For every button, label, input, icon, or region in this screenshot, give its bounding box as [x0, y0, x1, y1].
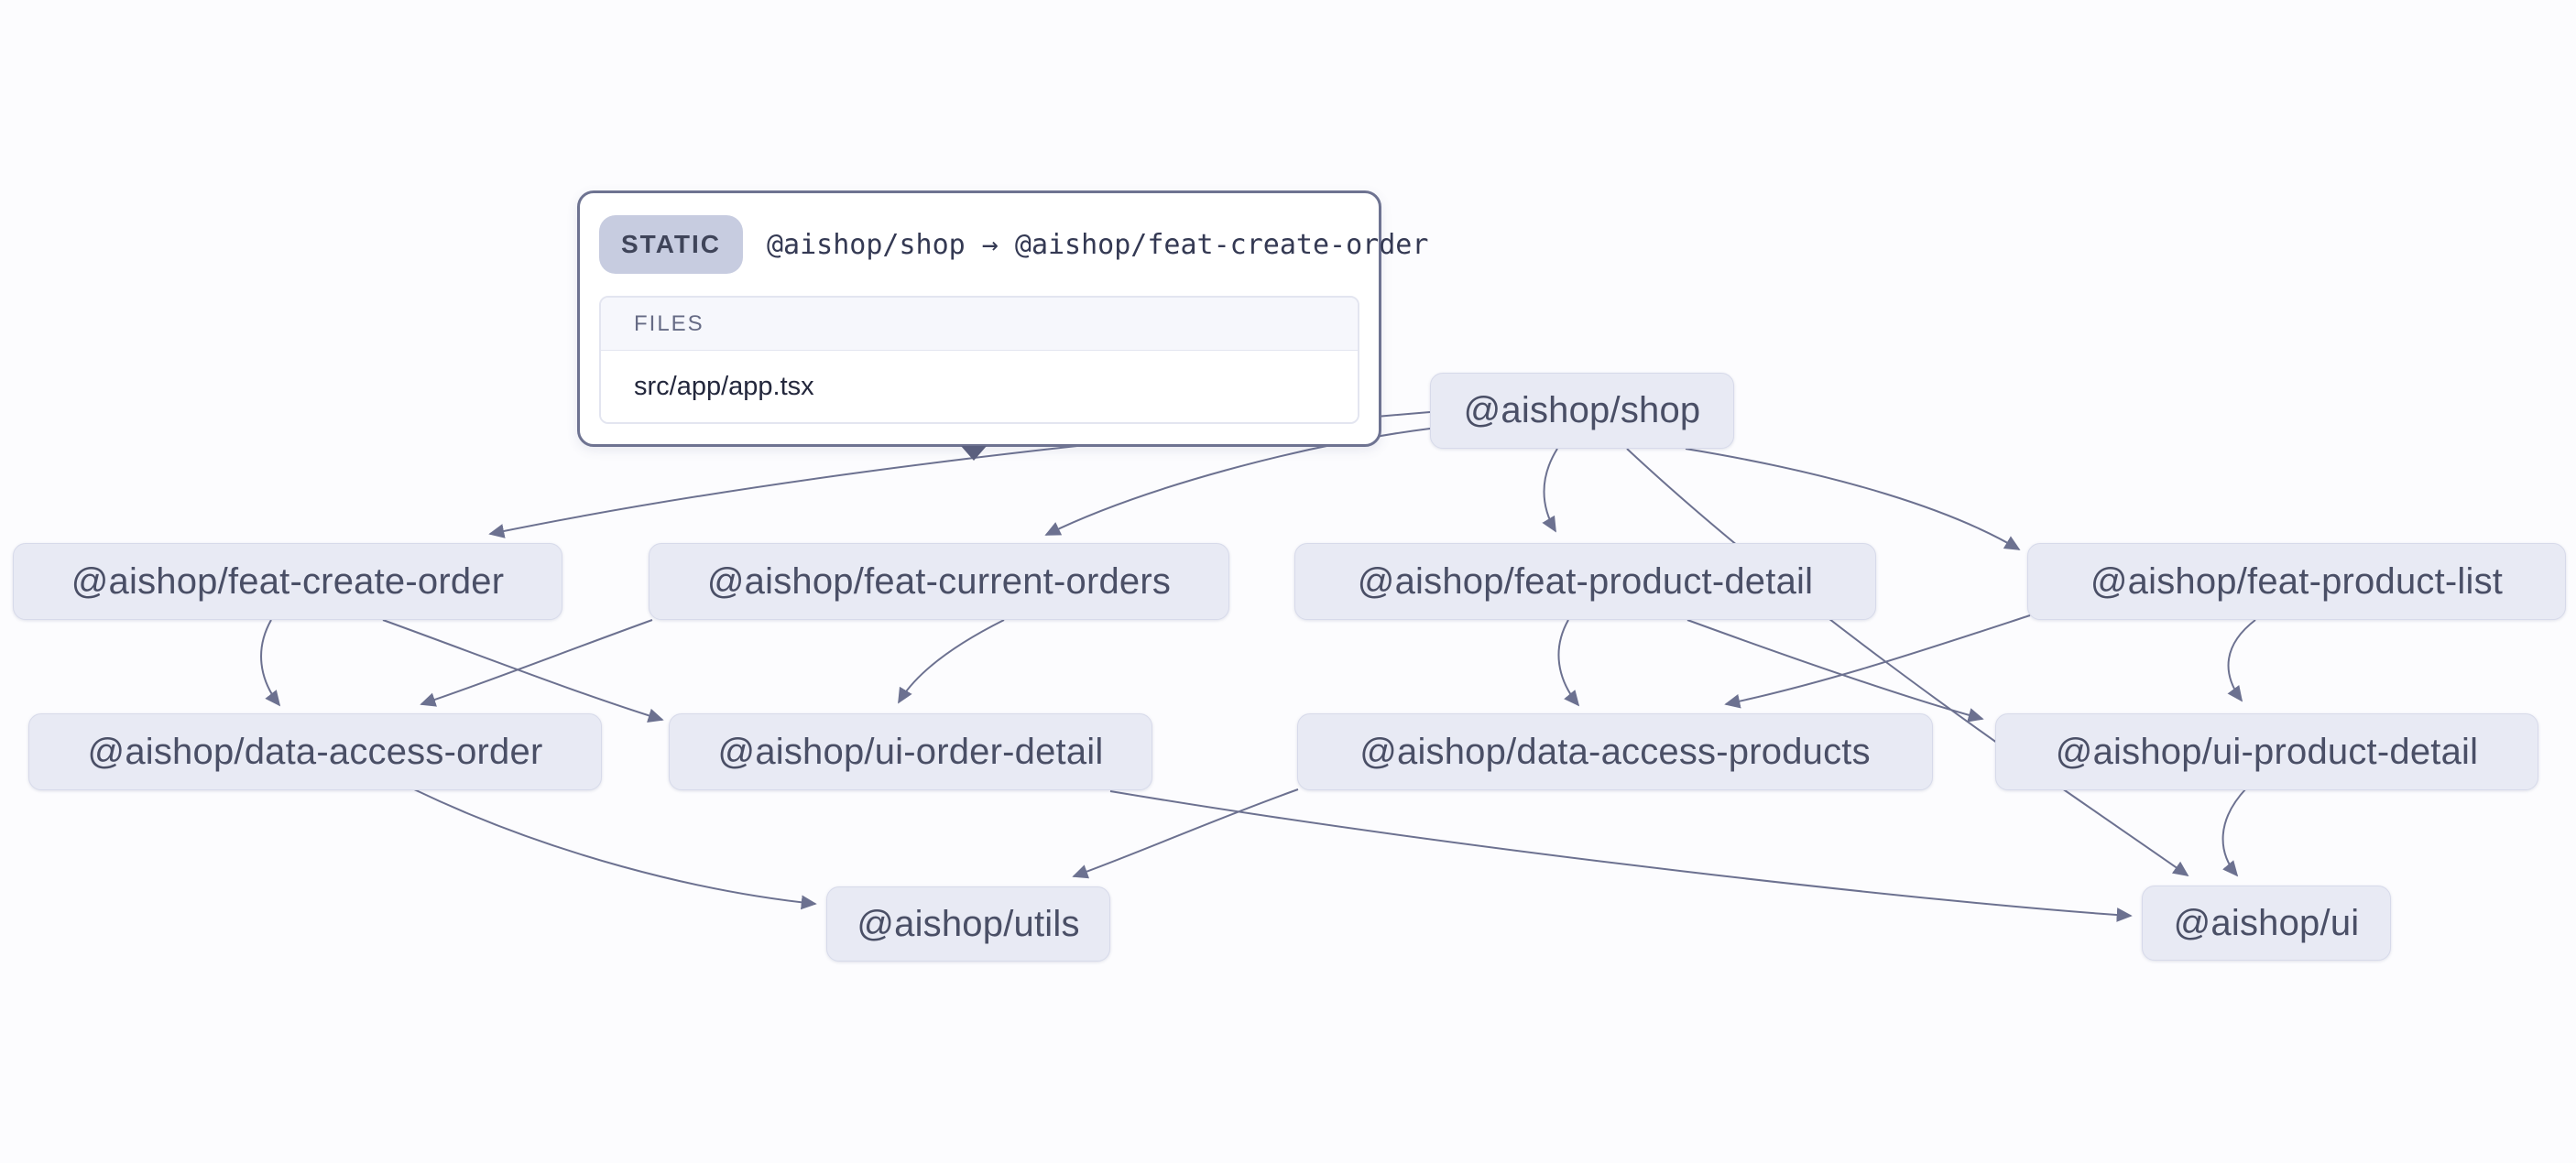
graph-node-feat-current-orders[interactable]: @aishop/feat-current-orders — [649, 543, 1229, 620]
edge-feat-current-orders-ui-order-detail[interactable] — [898, 619, 1005, 704]
graph-node-feat-product-detail[interactable]: @aishop/feat-product-detail — [1294, 543, 1876, 620]
graph-node-data-access-products[interactable]: @aishop/data-access-products — [1297, 713, 1933, 790]
edge-feat-product-list-data-access-products[interactable] — [1724, 614, 2031, 709]
graph-node-feat-product-list[interactable]: @aishop/feat-product-list — [2027, 543, 2566, 620]
graph-node-label: @aishop/data-access-order — [87, 731, 543, 772]
graph-node-shop[interactable]: @aishop/shop — [1430, 373, 1734, 449]
edge-shop-feat-product-detail[interactable] — [1542, 448, 1558, 533]
graph-node-label: @aishop/ui-product-detail — [2055, 731, 2479, 772]
edge-data-access-products-utils[interactable] — [1072, 788, 1299, 879]
files-section-header: FILES — [601, 298, 1358, 351]
graph-node-label: @aishop/shop — [1463, 390, 1701, 430]
graph-node-label: @aishop/ui — [2173, 902, 2360, 943]
tooltip-arrow-icon — [961, 446, 987, 461]
graph-node-label: @aishop/feat-product-list — [2090, 560, 2504, 602]
graph-node-label: @aishop/feat-product-detail — [1357, 560, 1814, 602]
dependency-label: @aishop/shop → @aishop/feat-create-order — [766, 228, 1429, 261]
graph-node-label: @aishop/feat-create-order — [71, 560, 505, 602]
graph-node-ui[interactable]: @aishop/ui — [2142, 886, 2391, 961]
graph-node-ui-product-detail[interactable]: @aishop/ui-product-detail — [1995, 713, 2538, 790]
edge-feat-product-list-ui-product-detail[interactable] — [2227, 619, 2256, 702]
files-section: FILES src/app/app.tsx — [599, 296, 1359, 424]
dependency-tooltip: STATIC @aishop/shop → @aishop/feat-creat… — [577, 190, 1428, 447]
edge-feat-product-detail-ui-product-detail[interactable] — [1686, 619, 1984, 723]
graph-node-label: @aishop/feat-current-orders — [706, 560, 1172, 602]
graph-node-utils[interactable]: @aishop/utils — [826, 886, 1110, 962]
edge-feat-create-order-ui-order-detail[interactable] — [382, 619, 664, 723]
edge-ui-order-detail-ui[interactable] — [1109, 790, 2133, 922]
graph-node-ui-order-detail[interactable]: @aishop/ui-order-detail — [669, 713, 1152, 790]
graph-node-feat-create-order[interactable]: @aishop/feat-create-order — [13, 543, 562, 620]
edge-type-badge: STATIC — [599, 215, 743, 274]
graph-node-label: @aishop/data-access-products — [1359, 731, 1871, 772]
tooltip-header: STATIC @aishop/shop → @aishop/feat-creat… — [599, 215, 1428, 274]
graph-node-data-access-order[interactable]: @aishop/data-access-order — [28, 713, 602, 790]
file-list-item: src/app/app.tsx — [601, 351, 1358, 422]
edge-feat-current-orders-data-access-order[interactable] — [420, 619, 653, 707]
edge-feat-create-order-data-access-order[interactable] — [260, 619, 281, 707]
graph-node-label: @aishop/ui-order-detail — [717, 731, 1104, 772]
edge-shop-ui[interactable] — [1626, 448, 2189, 877]
edge-shop-feat-product-list[interactable] — [1685, 448, 2021, 550]
edge-data-access-order-utils[interactable] — [413, 788, 817, 910]
graph-node-label: @aishop/utils — [857, 903, 1080, 944]
edge-ui-product-detail-ui[interactable] — [2221, 788, 2247, 877]
edge-feat-product-detail-data-access-products[interactable] — [1557, 619, 1580, 707]
